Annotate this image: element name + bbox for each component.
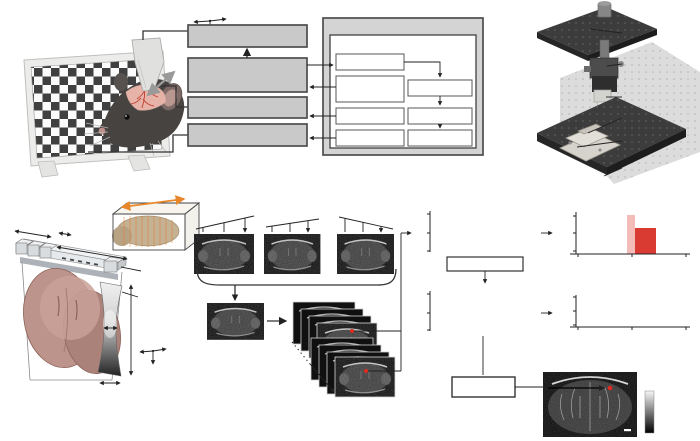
signal-plot — [427, 211, 553, 252]
box-linear-ultrasound-probe — [187, 24, 308, 48]
box-fus-images — [407, 129, 473, 147]
mouse-whiskers — [83, 122, 167, 157]
rig-illustration — [537, 1, 700, 184]
udoppler-image — [543, 372, 637, 437]
scan-direction-arrow — [120, 195, 186, 211]
us-probe-body — [593, 89, 612, 103]
mouse-eye — [124, 114, 130, 120]
probe-elements-left — [15, 238, 58, 259]
intensity-colorbar — [644, 390, 655, 434]
primary-computer — [307, 17, 484, 156]
panel-d — [0, 211, 690, 437]
box-motor-control — [335, 107, 405, 125]
wire-stage — [161, 85, 188, 108]
motion-arrow — [146, 70, 176, 97]
sum-brace — [196, 268, 397, 286]
stack-front-frame-2 — [335, 357, 395, 397]
panel-b-labels — [576, 28, 623, 177]
stack-ellipsis — [291, 341, 311, 365]
box-beamforming — [407, 79, 473, 97]
box-generate-us-sequence — [335, 75, 405, 103]
red-pixel-1 — [350, 329, 354, 333]
filtered-signal-plot — [427, 291, 553, 331]
panel-b — [537, 1, 700, 184]
plane-wave-angles — [195, 215, 394, 232]
box-ultrasound-electronics — [187, 57, 308, 93]
box-trigger-out — [335, 129, 405, 147]
udoppler-red-pixel — [607, 385, 613, 391]
filtered-spectrum-plot — [570, 295, 690, 330]
us-frame-3 — [337, 234, 394, 274]
monitor-foot-right — [127, 154, 151, 172]
us-frame-1 — [194, 234, 254, 274]
udoppler-section — [543, 372, 655, 437]
pixel-connector — [354, 233, 402, 372]
compound-image — [207, 303, 264, 340]
box-receive-data — [335, 53, 405, 71]
wire-probe — [142, 30, 188, 40]
spectrum-plot — [570, 212, 690, 257]
scale-bar — [624, 429, 631, 432]
probe-mount — [592, 76, 617, 92]
image-stack — [291, 301, 395, 397]
mouse-illustration — [83, 37, 185, 157]
panel-c — [14, 195, 201, 386]
lens-strip — [20, 257, 118, 280]
box-stimulation-computer — [187, 123, 308, 147]
monitor-foot-left — [37, 160, 59, 178]
box-linear-motorized-stage — [187, 96, 308, 119]
manual-manipulator-block — [589, 57, 619, 79]
us-frame-2 — [264, 234, 320, 274]
motor-rail — [599, 39, 610, 61]
hardware-boxes — [187, 24, 308, 147]
stack-time-arrow — [309, 363, 335, 393]
mouse-nose — [98, 127, 106, 135]
intensity-formula-box — [451, 376, 516, 398]
scan-slices — [123, 216, 173, 247]
scan-inset — [111, 195, 201, 251]
tissue-band — [627, 215, 635, 254]
axes-c — [139, 347, 167, 365]
wire-stim — [88, 134, 188, 153]
svd-filter-box — [446, 256, 524, 272]
blood-band — [635, 228, 656, 254]
arrow-receive-to-beamforming — [404, 61, 443, 78]
mouse-ear-left — [114, 73, 128, 91]
red-pixel-2 — [364, 369, 368, 373]
box-filtering — [407, 107, 473, 125]
panel-a — [23, 17, 484, 178]
